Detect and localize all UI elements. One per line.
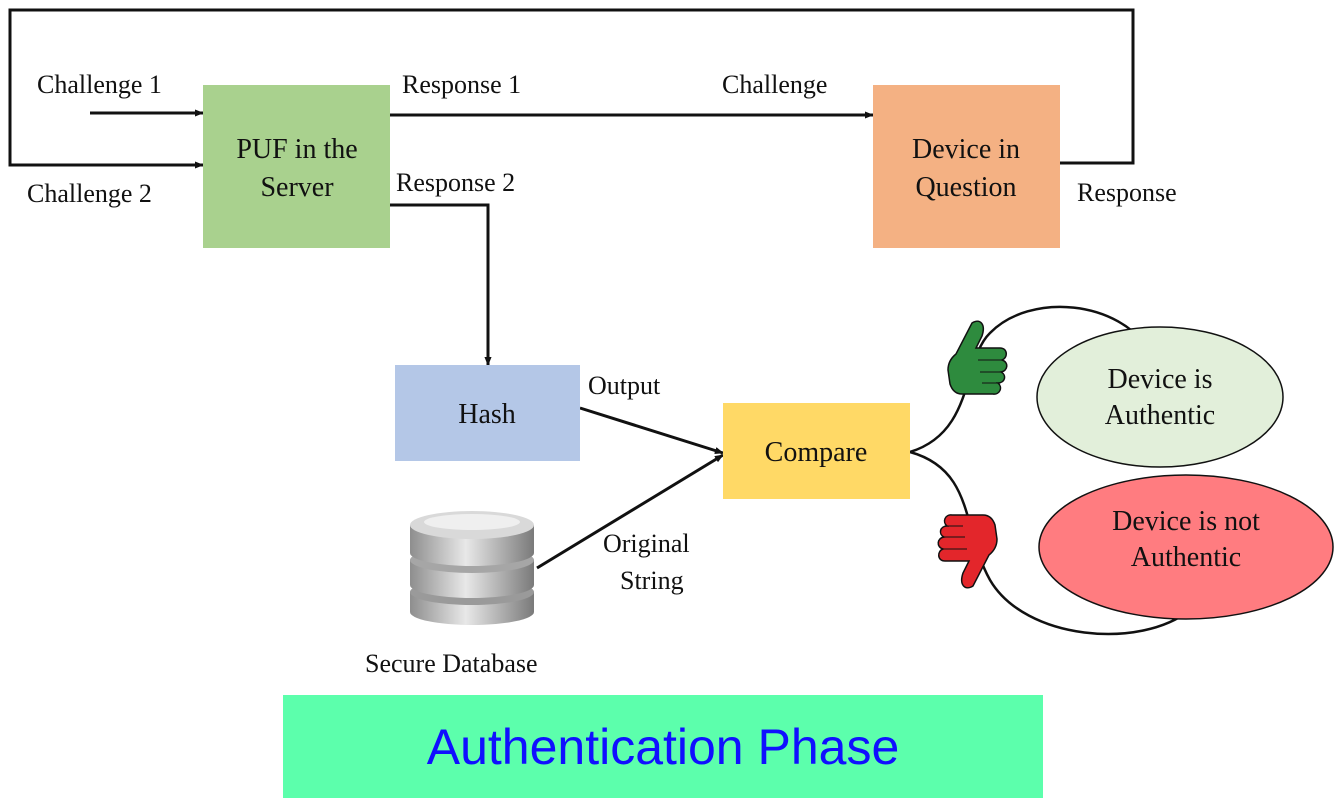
response2-arrow — [390, 203, 492, 366]
compare-label: Compare — [765, 437, 868, 468]
output-label: Output — [588, 371, 661, 400]
thumbs-down-icon — [937, 514, 998, 589]
puf-label-line1: PUF in the — [236, 134, 357, 165]
puf-label-line2: Server — [260, 172, 334, 203]
original-string-arrow — [536, 453, 724, 570]
hash-box — [395, 365, 580, 461]
not-authentic-curve — [909, 450, 1191, 636]
authentic-label-line2: Authentic — [1105, 400, 1215, 431]
database-label: Secure Database — [365, 649, 538, 678]
hash-label: Hash — [458, 399, 516, 430]
not-authentic-label-line1: Device is not — [1112, 506, 1260, 537]
device-label-line2: Question — [915, 172, 1016, 203]
puf-box — [203, 85, 390, 248]
not-authentic-label-line2: Authentic — [1131, 542, 1241, 573]
not-authentic-ellipse — [1038, 474, 1334, 620]
response-loop-line — [8, 8, 1135, 169]
thumbs-up-icon — [947, 320, 1008, 395]
authentic-ellipse — [1036, 326, 1284, 468]
response-label: Response — [1077, 178, 1177, 207]
response2-label: Response 2 — [396, 168, 515, 197]
phase-title: Authentication Phase — [426, 718, 900, 775]
compare-box — [723, 403, 910, 499]
challenge2-label: Challenge 2 — [27, 179, 152, 208]
authentic-label-line1: Device is — [1108, 364, 1213, 395]
phase-banner: Authentication Phase — [283, 695, 1043, 798]
original-string-label-line1: Original — [603, 529, 690, 558]
device-box — [873, 85, 1060, 248]
output-arrow — [579, 406, 724, 455]
response1-label: Response 1 — [402, 70, 521, 99]
original-string-label-line2: String — [620, 566, 684, 595]
device-label-line1: Device in — [912, 134, 1020, 165]
challenge1-label: Challenge 1 — [37, 70, 162, 99]
database-icon — [410, 511, 534, 625]
authentic-curve — [909, 305, 1152, 454]
challenge-label: Challenge — [722, 70, 827, 99]
